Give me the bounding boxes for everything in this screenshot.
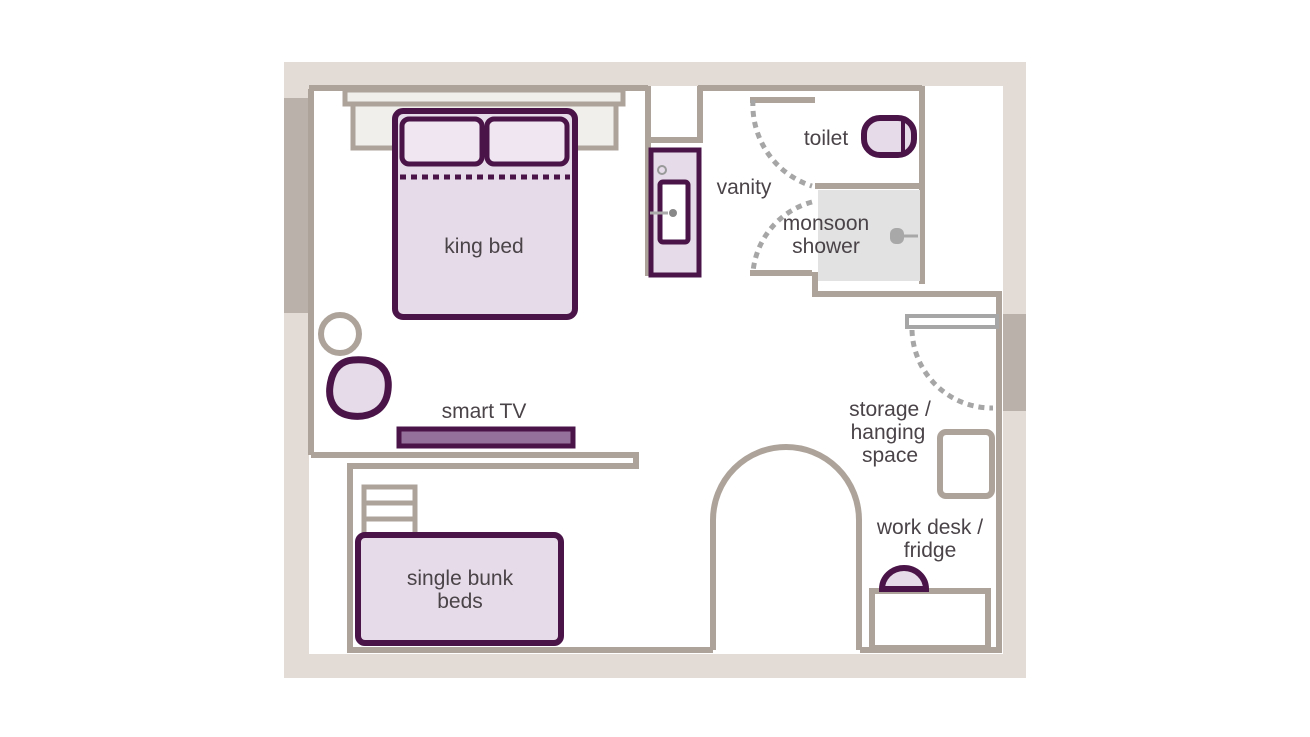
pillow-right [484,116,570,167]
bathroom-doors [750,99,813,273]
work-desk-label-2: fridge [904,539,957,562]
window-left [284,98,309,313]
toilet-label: toilet [804,127,849,150]
storage-label-3: space [862,444,918,467]
storage-label-1: storage / [849,398,931,421]
tap-icon [669,209,677,217]
vanity [648,147,702,278]
work-desk-label-1: work desk / [876,516,983,539]
king-bed [392,108,578,320]
bunk-beds-label-1: single bunk [407,567,514,590]
pillow-left [399,116,485,167]
vanity-label: vanity [717,176,772,199]
monsoon-shower-label-2: shower [792,235,860,258]
smart-tv-label: smart TV [442,400,527,423]
smart-tv [396,426,576,449]
single-bunk-beds [355,532,564,646]
shower-head-icon [890,228,904,244]
storage-label-2: hanging [851,421,926,444]
shower-area [818,190,920,281]
king-bed-label: king bed [444,235,523,258]
toilet-icon [861,115,917,158]
desk-chair [878,565,930,592]
armchair [326,356,392,420]
monsoon-shower-label-1: monsoon [783,212,869,235]
window-right [1003,314,1026,411]
wardrobe-door [905,314,999,411]
drain-icon [657,165,667,175]
bunk-beds-label-2: beds [437,590,483,613]
side-table [318,312,362,356]
